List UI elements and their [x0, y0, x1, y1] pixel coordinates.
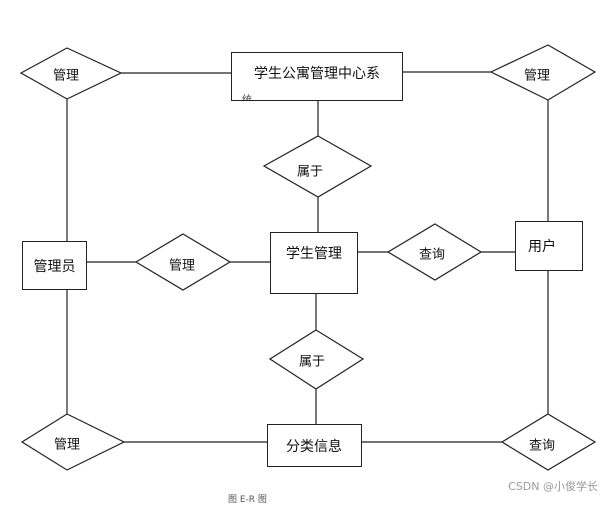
- entity-student-label: 学生管理: [286, 246, 342, 262]
- connector-lines: [66, 71, 549, 443]
- relation-manage-top-left-label: 管理: [52, 68, 80, 84]
- entity-user-label: 用户: [528, 239, 556, 255]
- diamond-belong-top: [262, 135, 373, 198]
- diamond-manage-middle: [134, 233, 232, 291]
- entity-admin-label: 管理员: [33, 258, 76, 275]
- entity-system-label: 学生公寓管理中心系: [254, 66, 380, 82]
- diamond-query-bottom-right: [500, 413, 597, 471]
- diamond-manage-top-right: [489, 44, 597, 101]
- relation-manage-middle-label: 管理: [168, 258, 196, 274]
- figure-caption-fragment: 图 E-R 图: [228, 495, 267, 505]
- relation-query-bottom-right-label: 查询: [528, 438, 556, 454]
- entity-admin: 管理员: [22, 241, 87, 290]
- entity-category-info: 分类信息: [267, 424, 362, 467]
- entity-user: 用户: [515, 221, 583, 271]
- entity-system-clipped-text: 统: [242, 95, 252, 101]
- diamond-manage-top-left: [19, 47, 123, 100]
- watermark-text: CSDN @小俊学长: [508, 480, 598, 493]
- diamond-manage-bottom-left: [20, 413, 126, 471]
- relation-query-middle-label: 查询: [418, 247, 446, 263]
- entity-student-management: 学生管理: [270, 232, 358, 294]
- diamond-belong-bottom: [268, 329, 365, 390]
- relation-manage-top-right-label: 管理: [523, 68, 551, 84]
- diamond-query-middle: [386, 223, 483, 281]
- entity-info-label: 分类信息: [286, 438, 342, 455]
- entity-system-center: 学生公寓管理中心系 统: [231, 52, 403, 101]
- relation-manage-bottom-left-label: 管理: [53, 437, 81, 453]
- relation-belong-bottom-label: 属于: [298, 354, 326, 370]
- relation-belong-top-label: 属于: [296, 164, 324, 180]
